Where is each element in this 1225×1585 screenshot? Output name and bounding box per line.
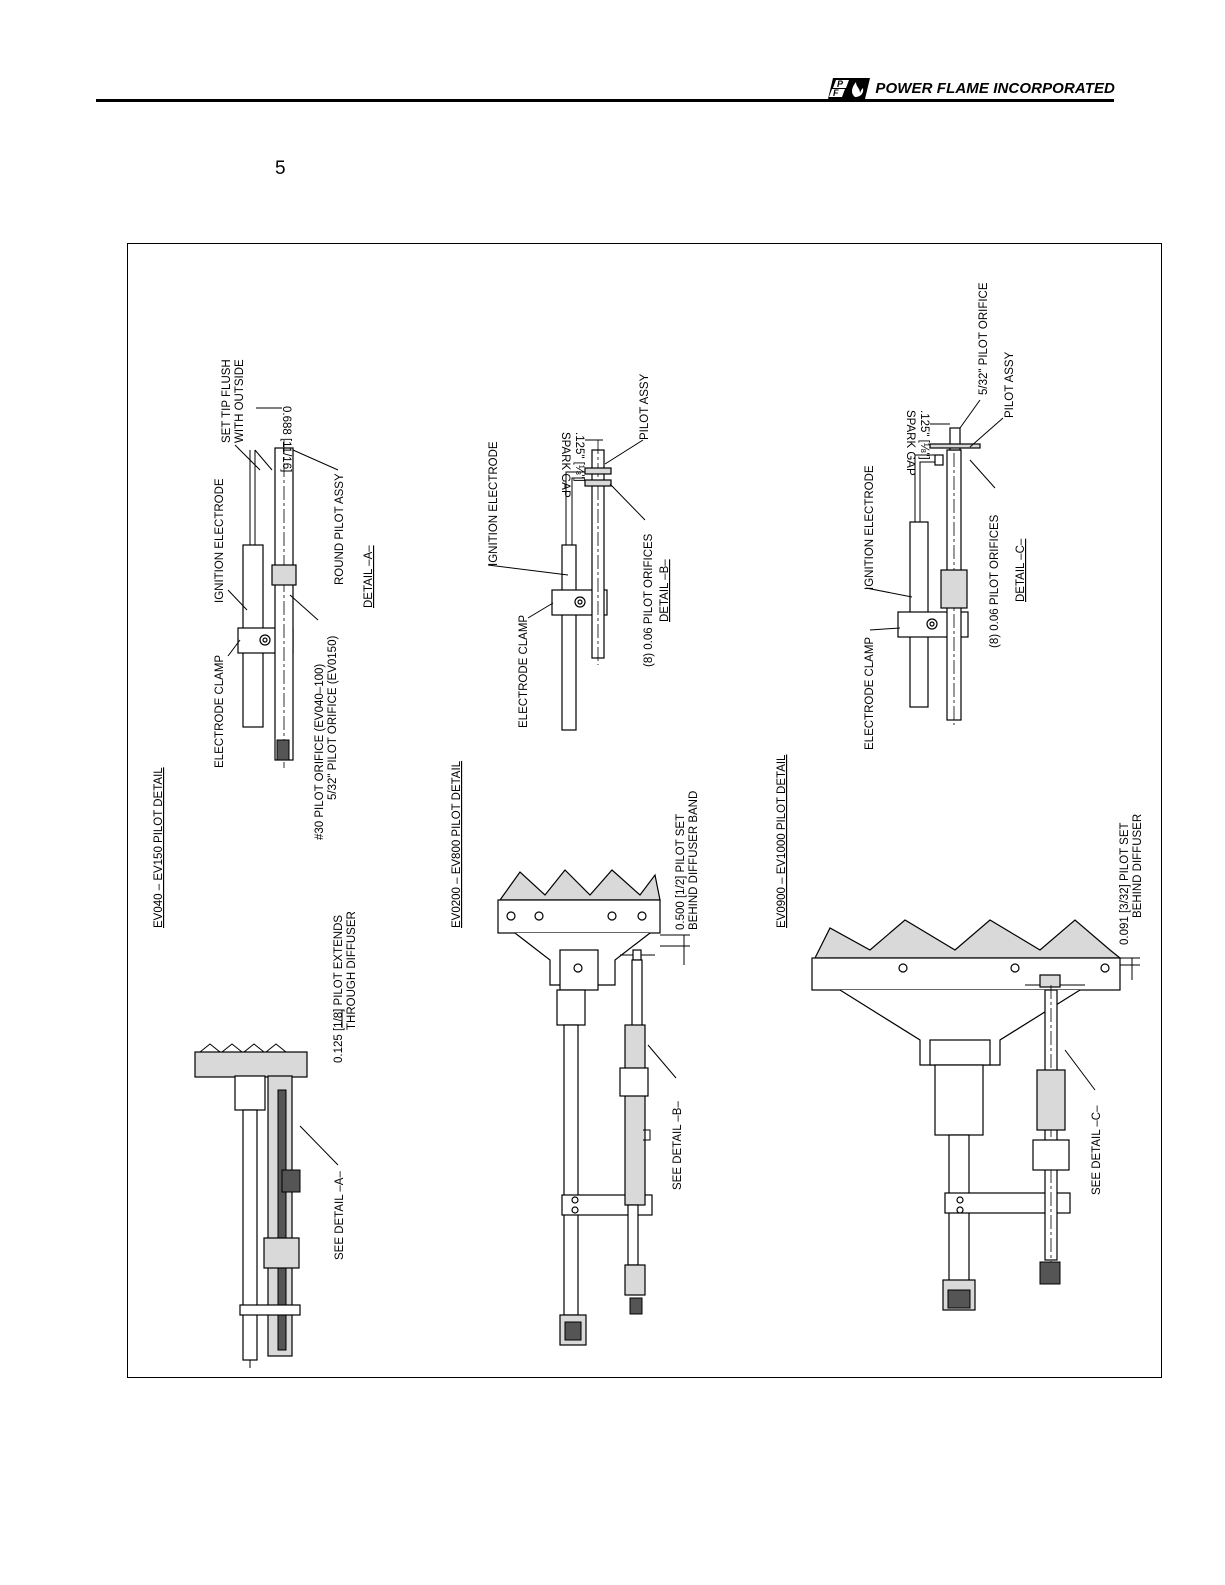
round-pilot-assy-label: ROUND PILOT ASSY — [334, 473, 346, 585]
section-ev040-ev150: EV040 – EV150 PILOT DETAIL SEE DETAIL –A… — [153, 359, 375, 1368]
pilot-orifice-label-1: #30 PILOT ORIFICE (EV040–100) — [314, 664, 326, 840]
electrode-clamp-label-b: ELECTRODE CLAMP — [518, 615, 530, 728]
see-detail-b-label: SEE DETAIL –B– — [672, 1101, 684, 1190]
detail-b-label: DETAIL –B– — [659, 559, 671, 622]
ignition-electrode-label-c: IGNITION ELECTRODE — [864, 465, 876, 590]
section-ev0200-ev800: EV0200 – EV800 PILOT DETAIL — [451, 373, 700, 1346]
pilot-assy-label-c: PILOT ASSY — [1004, 351, 1016, 418]
power-flame-logo-icon: P F — [828, 78, 871, 99]
spark-gap-dim-b: .125" [⅛"] — [573, 432, 585, 482]
page-number: 5 — [275, 158, 286, 179]
logo-letter-f: F — [833, 88, 839, 98]
assembly-view-ev0200 — [497, 869, 661, 1346]
electrode-clamp-label-c: ELECTRODE CLAMP — [864, 637, 876, 750]
assembly-view-ev040 — [194, 1043, 308, 1368]
section-title-ev040: EV040 – EV150 PILOT DETAIL — [153, 767, 165, 928]
detail-c-label: DETAIL –C– — [1015, 538, 1027, 602]
pilot-extends-label: 0.125 [1/8] PILOT EXTENDS — [333, 915, 345, 1063]
section-title-ev0900: EV0900 – EV1000 PILOT DETAIL — [776, 754, 788, 928]
pilot-assy-label-b: PILOT ASSY — [639, 373, 651, 440]
pilot-set-label-c-2: BEHIND DIFFUSER — [1132, 814, 1144, 918]
assembly-view-ev0900 — [811, 919, 1122, 1311]
ignition-electrode-label-b: IGNITION ELECTRODE — [488, 441, 500, 566]
pilot-extends-label-2: THROUGH DIFFUSER — [346, 911, 358, 1030]
set-tip-label: SET TIP FLUSH — [221, 359, 233, 443]
pilot-orifices-label-b: (8) 0.06 PILOT ORIFICES — [643, 533, 655, 667]
detail-a-view — [237, 440, 297, 768]
spark-gap-label-b: SPARK GAP — [559, 432, 571, 498]
pilot-set-label-b-2: BEHIND DIFFUSER BAND — [688, 791, 700, 930]
section-ev0900-ev1000: EV0900 – EV1000 PILOT DETAIL — [776, 282, 1144, 1311]
header-rule — [96, 99, 1114, 102]
spark-gap-dim-c: .125" [⅛"] — [918, 410, 930, 460]
see-detail-c-label: SEE DETAIL –C– — [1091, 1105, 1103, 1195]
pilot-set-label-b: 0.500 [1/2] PILOT SET — [675, 814, 687, 930]
set-tip-label-2: WITH OUTSIDE — [234, 359, 246, 443]
section-title-ev0200: EV0200 – EV800 PILOT DETAIL — [451, 760, 463, 928]
electrode-clamp-label-a: ELECTRODE CLAMP — [214, 655, 226, 768]
ignition-electrode-label-a: IGNITION ELECTRODE — [214, 478, 226, 603]
see-detail-a-label: SEE DETAIL –A– — [334, 1171, 346, 1260]
detail-a-label: DETAIL –A– — [363, 545, 375, 608]
dimension-label-a: 0.688 [11/16] — [280, 406, 292, 472]
logo-letter-p: P — [837, 79, 844, 89]
pilot-orifice-label-c: 5/32" PILOT ORIFICE — [978, 282, 990, 395]
drawing-frame — [127, 243, 1162, 1378]
pilot-orifice-label-2: 5/32" PILOT ORIFICE (EV0150) — [327, 636, 339, 800]
pilot-orifices-label-c: (8) 0.06 PILOT ORIFICES — [989, 514, 1001, 648]
detail-b-view — [551, 440, 612, 731]
detail-c-view — [897, 427, 981, 725]
company-name: POWER FLAME INCORPORATED — [875, 80, 1115, 97]
spark-gap-label-c: SPARK GAP — [904, 410, 916, 476]
company-brand: P F POWER FLAME INCORPORATED — [828, 78, 1115, 99]
pilot-set-label-c: 0.091 [3/32] PILOT SET — [1119, 822, 1131, 945]
